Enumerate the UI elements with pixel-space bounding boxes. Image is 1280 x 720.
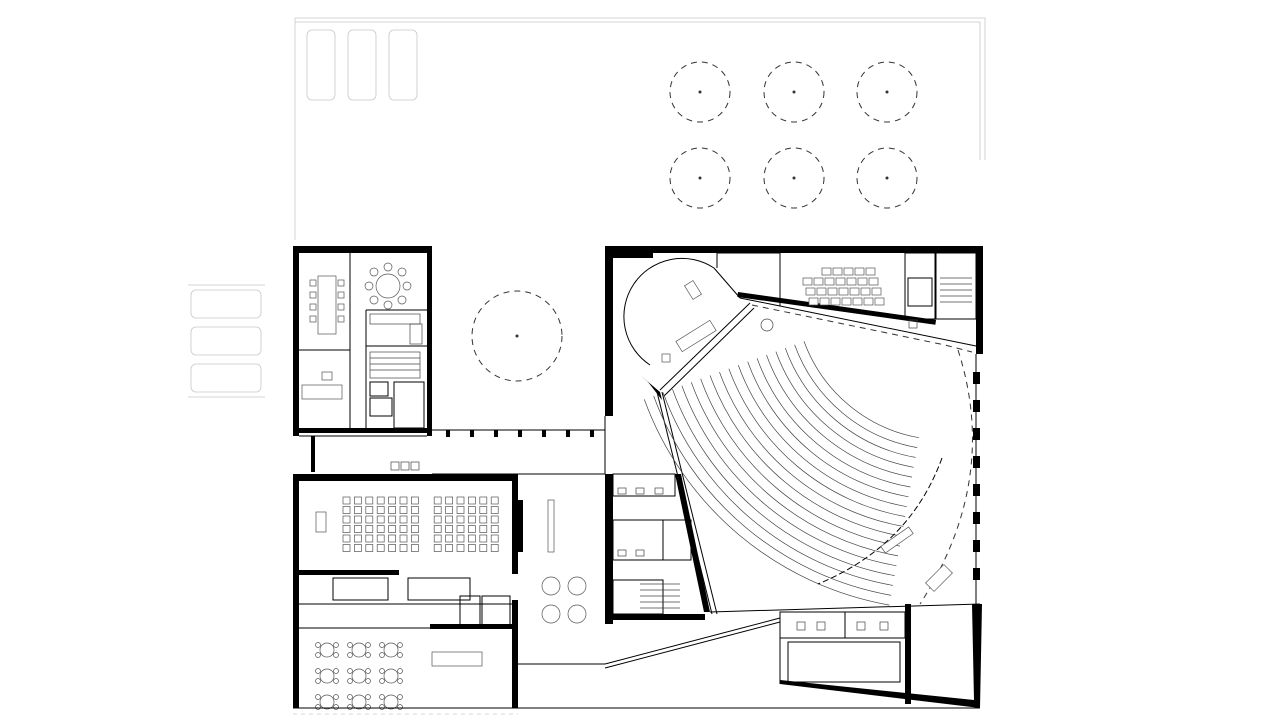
parking-bays bbox=[306, 29, 418, 101]
central-corridor bbox=[518, 473, 980, 709]
tree-circles bbox=[471, 61, 918, 382]
stair-mid bbox=[640, 583, 680, 609]
colonnade bbox=[432, 429, 605, 475]
meeting-chairs bbox=[309, 279, 345, 323]
stair-left bbox=[369, 351, 421, 379]
corridor-tables bbox=[541, 576, 587, 624]
seminar-seats bbox=[802, 267, 885, 306]
auditorium-seats bbox=[643, 341, 920, 606]
side-parking bbox=[188, 284, 265, 398]
lecture-seats bbox=[342, 496, 499, 552]
left-wing-lower bbox=[293, 474, 587, 710]
toilets bbox=[605, 473, 710, 615]
cafe-tables bbox=[315, 642, 403, 710]
east-piers bbox=[973, 372, 980, 580]
forecourt bbox=[294, 17, 986, 382]
left-wing-upper bbox=[293, 246, 432, 472]
right-building bbox=[604, 246, 983, 708]
